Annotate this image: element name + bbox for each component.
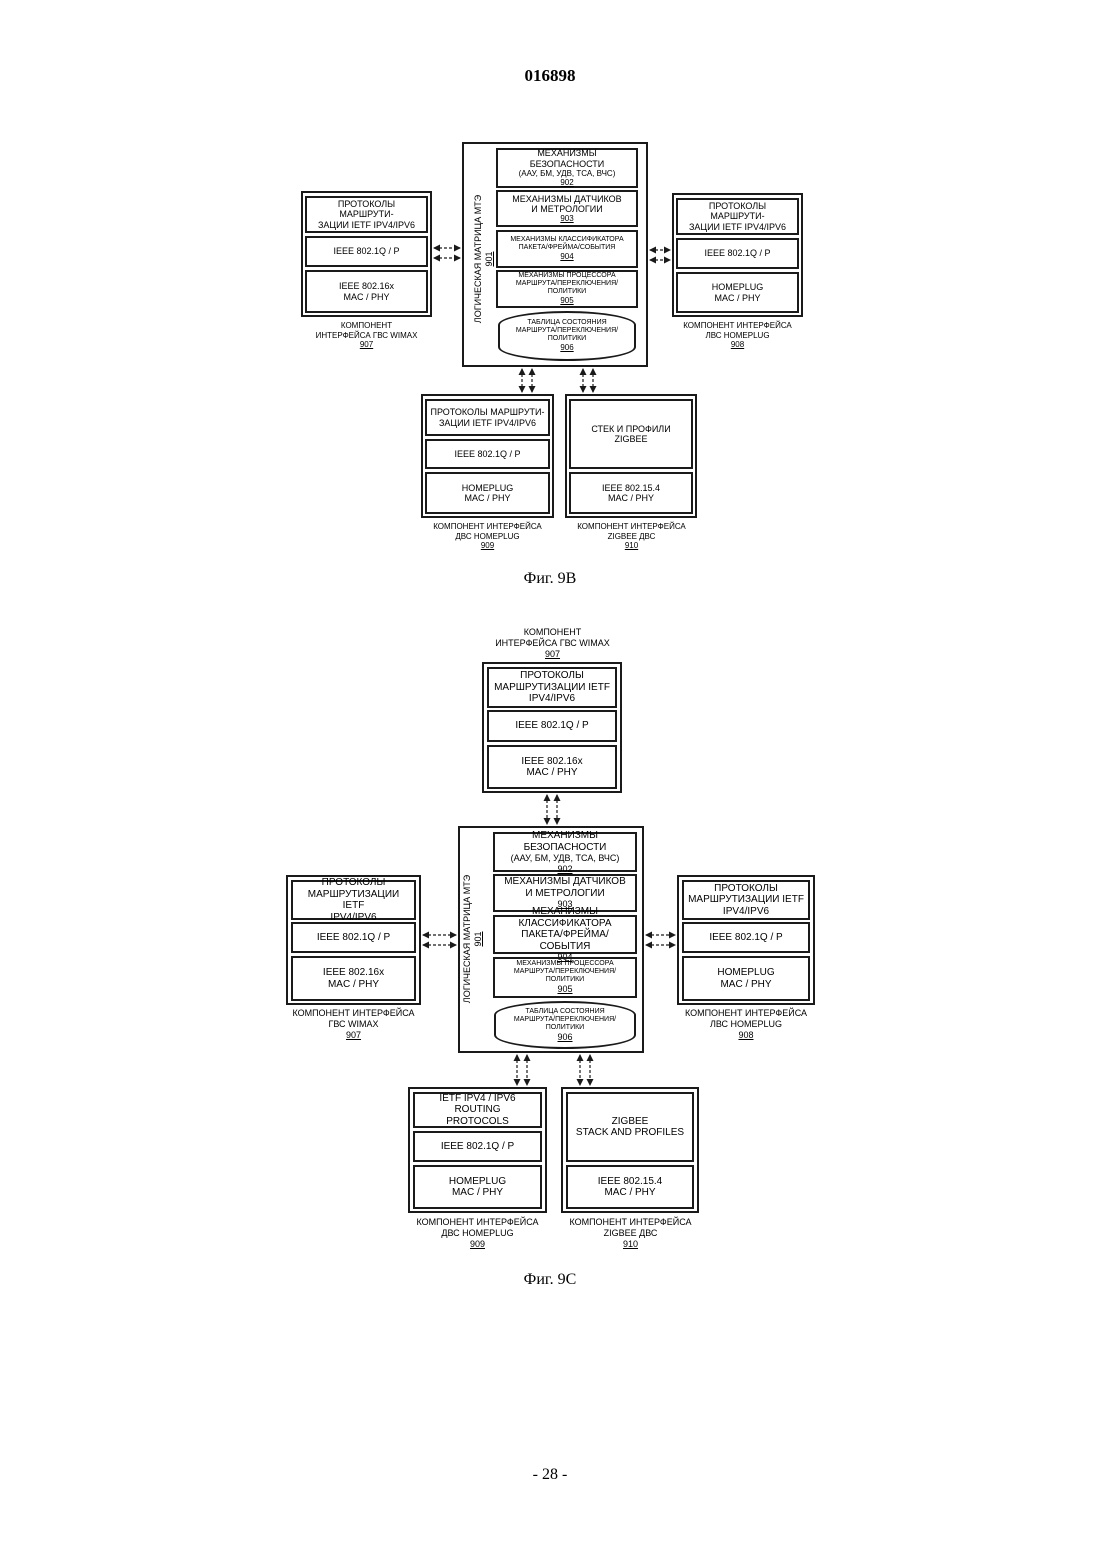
page-number: - 28 - (0, 1466, 1100, 1484)
